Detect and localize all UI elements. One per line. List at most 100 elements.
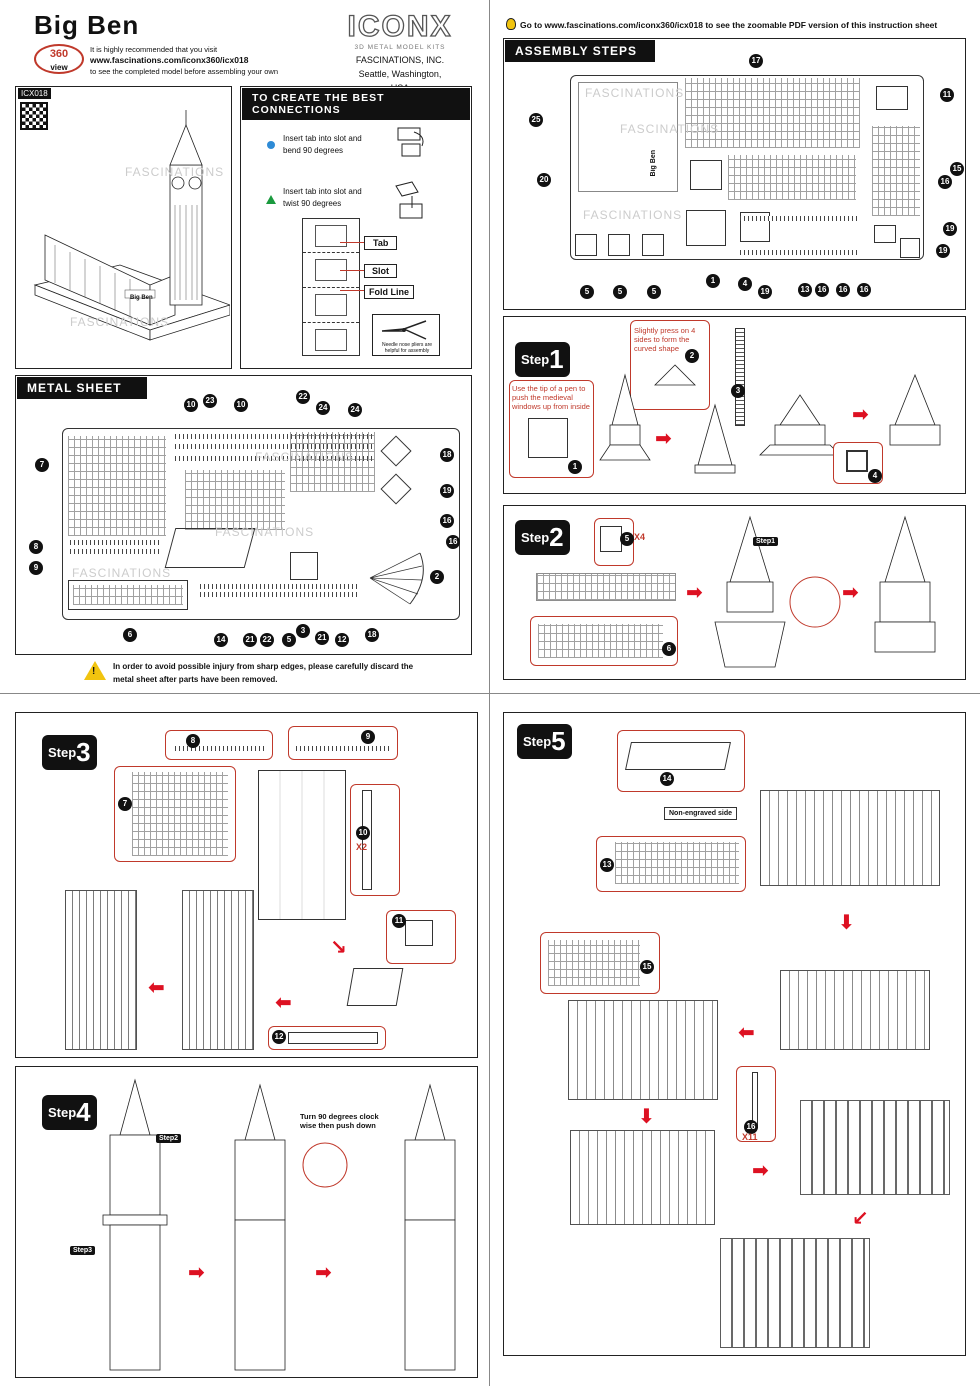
- panel-6: [68, 580, 188, 610]
- panel-2-fan: [369, 552, 424, 605]
- assy-num: 4: [738, 277, 752, 291]
- tower-core: [258, 770, 346, 920]
- assy-num: 16: [836, 283, 850, 297]
- sheet-num: 16: [440, 514, 454, 528]
- watermark: FASCINATIONS: [72, 566, 172, 580]
- fold-line-label: Fold Line: [364, 285, 414, 299]
- tower-finished-a: [65, 890, 137, 1050]
- arrow-down-icon: ↘: [330, 937, 347, 959]
- step5-num: 15: [640, 960, 654, 974]
- model-plate-label: Big Ben: [130, 295, 153, 301]
- watermark: FASCINATIONS: [585, 86, 685, 100]
- assy-num: 19: [758, 285, 772, 299]
- arrow-right-icon: ➡: [852, 404, 869, 426]
- sheet-num: 21: [315, 631, 329, 645]
- recommend-tail: to see the completed model before assemb…: [90, 67, 279, 76]
- sheet-num: 9: [29, 561, 43, 575]
- tab-slot-diagram: [302, 218, 360, 356]
- watermark: FASCINATIONS: [620, 122, 720, 136]
- badge-360-number: 360: [49, 48, 69, 60]
- metal-sheet-title: METAL SHEET: [17, 377, 147, 399]
- sheet-num: 22: [296, 390, 310, 404]
- part-11: [876, 86, 908, 110]
- step5-num: 16: [744, 1120, 758, 1134]
- step4-label: Step4: [42, 1095, 97, 1130]
- part-1: [686, 210, 726, 246]
- step-word: Step: [48, 1105, 77, 1120]
- metal-sheet-outline: [62, 428, 460, 620]
- part-5-icon: [600, 526, 622, 552]
- step3-label: Step3: [42, 735, 97, 770]
- assy-num: 20: [537, 173, 551, 187]
- step4-tower-illustrations: [102, 1078, 456, 1371]
- part-15-panel: [548, 940, 640, 986]
- arrow-left-icon: ⬅: [275, 992, 292, 1014]
- x11-label: X11: [742, 1132, 758, 1142]
- sheet-num: 19: [440, 484, 454, 498]
- part-6-panel: [538, 624, 663, 658]
- big-ben-model-illustration: [33, 110, 230, 341]
- assy-num: 19: [943, 222, 957, 236]
- sheet-num: 24: [316, 401, 330, 415]
- part-7-panel: [132, 772, 228, 856]
- x2-label: X2: [356, 842, 368, 852]
- watermark: FASCINATIONS: [125, 165, 225, 179]
- sheet-num: 22: [260, 633, 274, 647]
- step-word: Step: [521, 530, 550, 545]
- cap-assembly: [346, 968, 404, 1006]
- sheet-num: 10: [234, 398, 248, 412]
- connections-box: [240, 86, 472, 369]
- badge-360-view: view: [50, 63, 68, 72]
- assy-num: 16: [938, 175, 952, 189]
- connection-item-twist: Insert tab into slot and twist 90 degree…: [283, 187, 362, 208]
- part-14-panel: [625, 742, 731, 770]
- sheet-num: 18: [365, 628, 379, 642]
- assy-num: 17: [749, 54, 763, 68]
- part-4-square: [846, 450, 868, 472]
- step5-num: 14: [660, 772, 674, 786]
- part-11-square: [405, 920, 433, 946]
- part-25: [578, 82, 678, 192]
- pliers-icon: [381, 320, 427, 340]
- sheet-num: 7: [35, 458, 49, 472]
- building-final: [720, 1238, 870, 1348]
- step1-num: 3: [731, 384, 745, 398]
- arrow-right-icon: ➡: [315, 1262, 332, 1284]
- step1-note-b: Use the tip of a pen to push the medieva…: [512, 384, 590, 411]
- assy-num: 5: [613, 285, 627, 299]
- part-15: [872, 126, 920, 216]
- step3-num: 12: [272, 1030, 286, 1044]
- watermark: FASCINATIONS: [70, 315, 170, 329]
- sheet-num: 2: [430, 570, 444, 584]
- assembly-steps-title: ASSEMBLY STEPS: [505, 40, 655, 62]
- arrow-left-icon: ⬅: [738, 1022, 755, 1044]
- tab-label: Tab: [364, 236, 398, 250]
- building-d: [570, 1130, 715, 1225]
- sheet-num: 16: [446, 535, 460, 549]
- recommend-url[interactable]: www.fascinations.com/iconx360/icx018: [90, 55, 249, 65]
- warning-text: In order to avoid possible injury from s…: [113, 662, 414, 684]
- step3-num: 8: [186, 734, 200, 748]
- badge-360: 360 view: [34, 44, 84, 74]
- step5-label: Step5: [517, 724, 572, 759]
- building-a: [760, 790, 940, 886]
- step-number: 3: [76, 737, 91, 767]
- connections-title: TO CREATE THE BEST CONNECTIONS: [242, 88, 470, 120]
- panel-13: [185, 470, 285, 530]
- slot-label: Slot: [364, 264, 397, 278]
- arrow-down-icon: ⬇: [838, 912, 855, 934]
- building-e: [800, 1100, 950, 1195]
- brand-logo: ICONX 3D METAL MODEL KITS: [340, 9, 460, 51]
- step3-callout-12: [268, 1026, 386, 1050]
- part-12-strip: [288, 1032, 378, 1044]
- step1-note-a: Slightly press on 4 sides to form the cu…: [634, 326, 696, 353]
- assy-num: 15: [950, 162, 964, 176]
- panel-11: [290, 552, 318, 580]
- step2-label: Step2: [515, 520, 570, 555]
- step-word: Step: [521, 352, 550, 367]
- model-code: ICX018: [18, 88, 51, 99]
- sheet-num: 21: [243, 633, 257, 647]
- brand-subtitle: 3D METAL MODEL KITS: [354, 44, 446, 51]
- watermark: FASCINATIONS: [255, 450, 355, 464]
- brand-name: ICONX: [347, 9, 453, 43]
